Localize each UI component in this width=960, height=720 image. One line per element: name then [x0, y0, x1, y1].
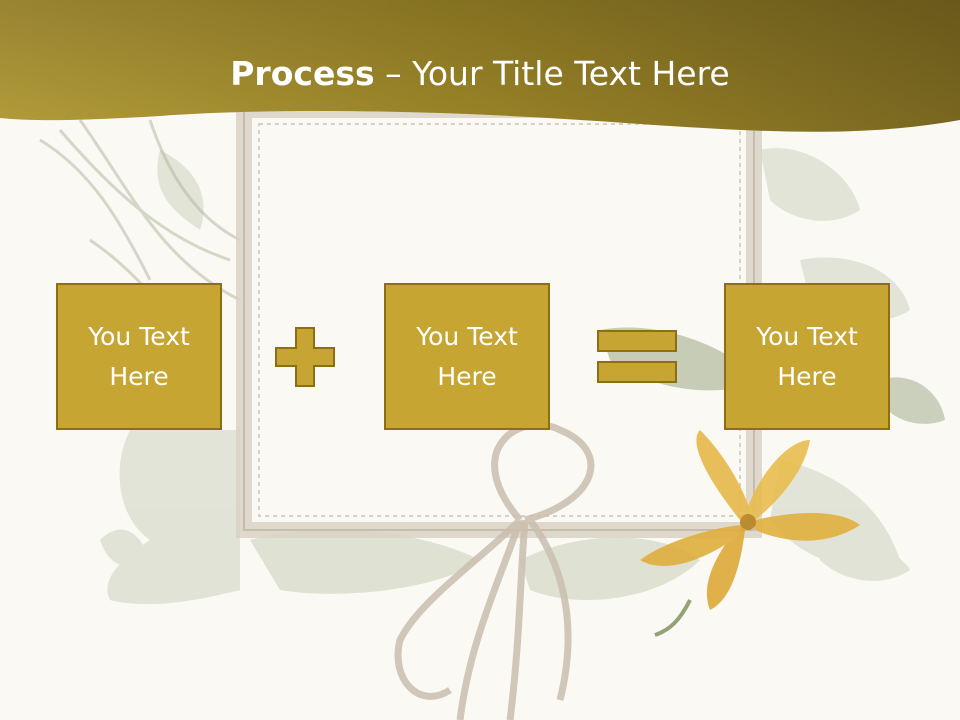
slide-title: Process – Your Title Text Here — [0, 52, 960, 96]
box-2-line-2: Here — [437, 361, 497, 391]
header-band — [0, 0, 960, 132]
process-box-1[interactable]: You Text Here — [56, 283, 222, 430]
box-3-line-2: Here — [777, 361, 837, 391]
box-2-line-1: You Text — [416, 321, 518, 351]
title-rest-part: – Your Title Text Here — [374, 54, 730, 93]
process-box-3[interactable]: You Text Here — [724, 283, 890, 430]
title-bold-part: Process — [230, 54, 375, 93]
box-1-line-1: You Text — [88, 321, 190, 351]
process-box-2[interactable]: You Text Here — [384, 283, 550, 430]
equals-icon — [597, 330, 677, 383]
box-3-line-1: You Text — [756, 321, 858, 351]
plus-icon — [275, 327, 335, 387]
box-1-line-2: Here — [109, 361, 169, 391]
